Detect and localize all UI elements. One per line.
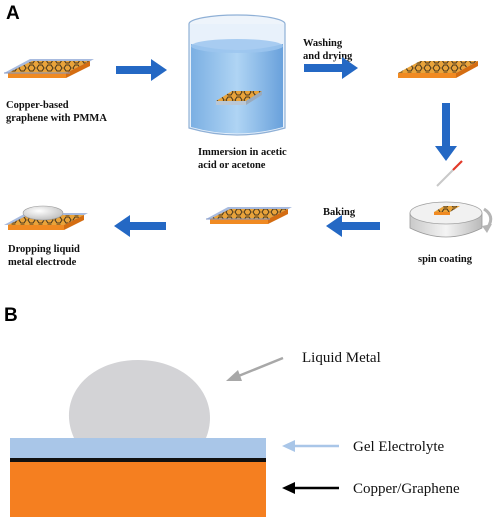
baked-sample (206, 207, 292, 224)
baking-caption: Baking (323, 207, 356, 218)
panel-a-label: A (6, 3, 20, 24)
liquid-metal-drop (68, 360, 210, 438)
washed-graphene-sample (398, 61, 478, 78)
liquid-metal-electrode-sample (4, 205, 88, 230)
washing-caption: Washing and drying (303, 38, 353, 62)
gel-electrolyte-pointer-arrow (282, 440, 339, 452)
dropping-caption: Dropping liquid metal electrode (8, 244, 83, 268)
spin-coating-caption: spin coating (418, 254, 473, 265)
arrow-to-immersion (116, 59, 167, 81)
liquid-metal-pointer-arrow (226, 356, 284, 381)
spin-coater-icon (409, 160, 493, 238)
copper-graphene-caption: Copper-based graphene with PMMA (6, 100, 107, 124)
beaker-icon (188, 14, 286, 136)
graphene-line (10, 458, 266, 462)
copper-layer (10, 462, 266, 517)
copper-graphene-pmma-sample (4, 59, 94, 78)
liquid-metal-label: Liquid Metal (302, 350, 381, 366)
gel-electrolyte-label: Gel Electrolyte (353, 439, 445, 455)
arrow-to-dropping (114, 215, 166, 237)
arrow-to-washed-sample (304, 57, 358, 79)
gel-electrolyte-layer (10, 438, 266, 458)
arrow-to-spin-coating (435, 103, 457, 161)
copper-graphene-pointer-arrow (282, 482, 339, 494)
arrow-to-baked-sample (326, 215, 380, 237)
panel-b-label: B (4, 305, 18, 326)
immersion-caption: Immersion in acetic acid or acetone (198, 147, 289, 171)
copper-graphene-label: Copper/Graphene (353, 481, 460, 497)
